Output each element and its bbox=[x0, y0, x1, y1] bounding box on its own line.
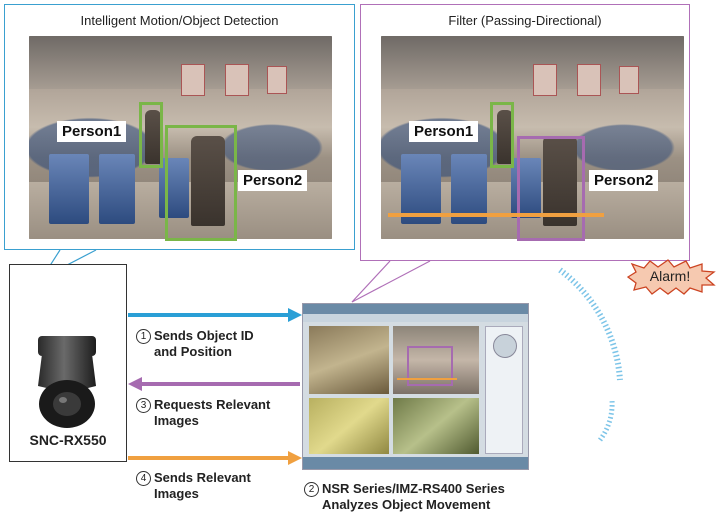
detection-callout-title: Intelligent Motion/Object Detection bbox=[80, 13, 279, 28]
step1-line1: Sends Object ID bbox=[154, 328, 254, 343]
arrow-4-head bbox=[288, 451, 302, 465]
person1-label-right: Person1 bbox=[409, 121, 479, 142]
right-callout-tail bbox=[351, 260, 431, 303]
person1-box-left bbox=[139, 102, 163, 168]
nsr-software-screenshot bbox=[302, 303, 529, 470]
signal-arc-right-2 bbox=[597, 399, 615, 442]
alarm-label: Alarm! bbox=[649, 268, 691, 284]
person2-box-left bbox=[165, 125, 237, 241]
person1-label-left: Person1 bbox=[57, 121, 127, 142]
step3-number: 3 bbox=[136, 398, 151, 413]
alarm-burst-icon bbox=[626, 259, 716, 295]
step4-line1: Sends Relevant bbox=[154, 470, 251, 485]
direction-filter-line bbox=[388, 213, 604, 217]
person1-box-right bbox=[490, 102, 514, 168]
step3-line2: Images bbox=[154, 413, 199, 428]
person2-box-right bbox=[517, 136, 585, 241]
camera-name: SNC-RX550 bbox=[29, 432, 107, 448]
step2-number: 2 bbox=[304, 482, 319, 497]
step2-line2: Analyzes Object Movement bbox=[322, 497, 491, 512]
step2-line1: NSR Series/IMZ-RS400 Series bbox=[322, 481, 505, 496]
step4-number: 4 bbox=[136, 471, 151, 486]
step1-line2: and Position bbox=[154, 344, 232, 359]
signal-arc-right bbox=[558, 267, 623, 381]
step4-line2: Images bbox=[154, 486, 199, 501]
person2-label-left: Person2 bbox=[238, 170, 308, 191]
arrow-1-head bbox=[288, 308, 302, 322]
step1-number: 1 bbox=[136, 329, 151, 344]
arrow-3-head bbox=[128, 377, 142, 391]
filter-callout-title: Filter (Passing-Directional) bbox=[448, 13, 602, 28]
step3-line1: Requests Relevant bbox=[154, 397, 271, 412]
ptz-dome-camera-icon bbox=[38, 336, 96, 428]
person2-label-right: Person2 bbox=[589, 170, 659, 191]
